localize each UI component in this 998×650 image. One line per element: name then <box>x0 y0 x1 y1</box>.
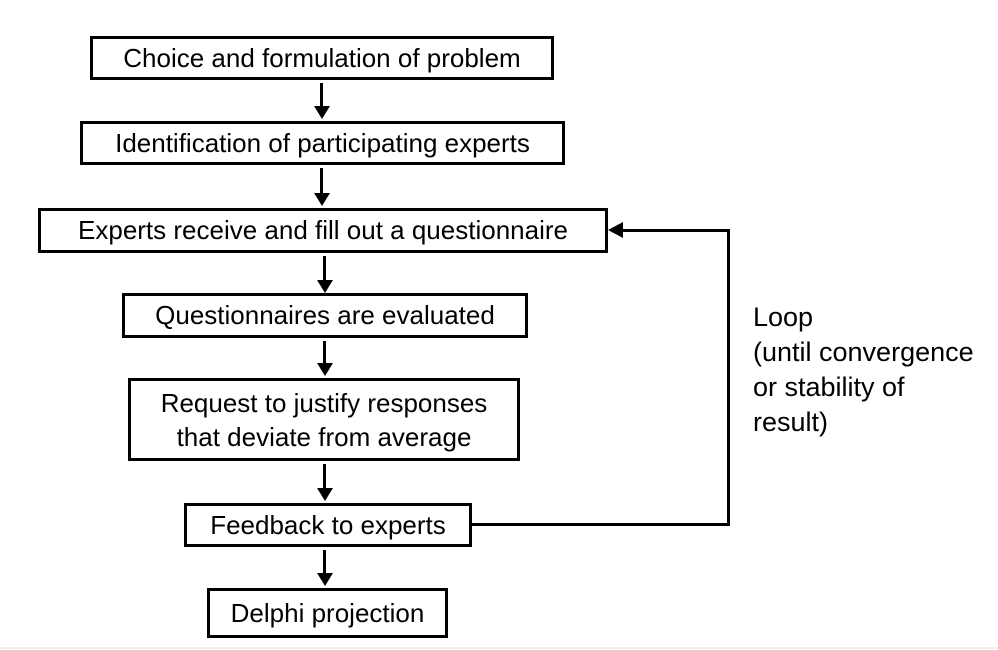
flow-arrow-3 <box>316 256 333 293</box>
bottom-edge-divider <box>0 647 998 649</box>
node-choice-problem: Choice and formulation of problem <box>90 36 554 80</box>
node-label: Delphi projection <box>230 597 425 628</box>
flow-arrow-2 <box>313 168 330 206</box>
loop-arrowhead-icon <box>608 222 623 238</box>
loop-line-bottom <box>472 523 730 526</box>
node-justify-responses: Request to justify responses that deviat… <box>128 378 520 461</box>
loop-label-line1: Loop <box>753 302 814 332</box>
loop-line-top <box>621 229 730 232</box>
node-feedback-experts: Feedback to experts <box>184 503 472 547</box>
node-fill-questionnaire: Experts receive and fill out a questionn… <box>38 208 608 253</box>
flow-arrow-6 <box>316 550 333 586</box>
node-label-line2: that deviate from average <box>176 421 472 452</box>
flow-arrow-4 <box>316 341 333 376</box>
loop-label: Loop (until convergence or stability of … <box>753 300 974 440</box>
loop-label-line4: result) <box>753 407 829 437</box>
flow-arrow-5 <box>316 464 333 501</box>
flow-arrow-1 <box>313 83 330 119</box>
loop-label-line3: or stability of <box>753 372 905 402</box>
node-identify-experts: Identification of participating experts <box>80 121 565 165</box>
node-evaluate-questionnaires: Questionnaires are evaluated <box>122 293 528 338</box>
node-label: Identification of participating experts <box>115 127 530 158</box>
node-label-line1: Request to justify responses <box>160 387 488 418</box>
node-label: Experts receive and fill out a questionn… <box>78 215 568 245</box>
loop-label-line2: (until convergence <box>753 337 974 367</box>
node-label: Choice and formulation of problem <box>123 42 521 73</box>
node-label: Questionnaires are evaluated <box>155 300 495 330</box>
loop-line-vertical <box>727 229 730 526</box>
node-delphi-projection: Delphi projection <box>207 588 448 638</box>
node-label: Feedback to experts <box>210 509 446 540</box>
